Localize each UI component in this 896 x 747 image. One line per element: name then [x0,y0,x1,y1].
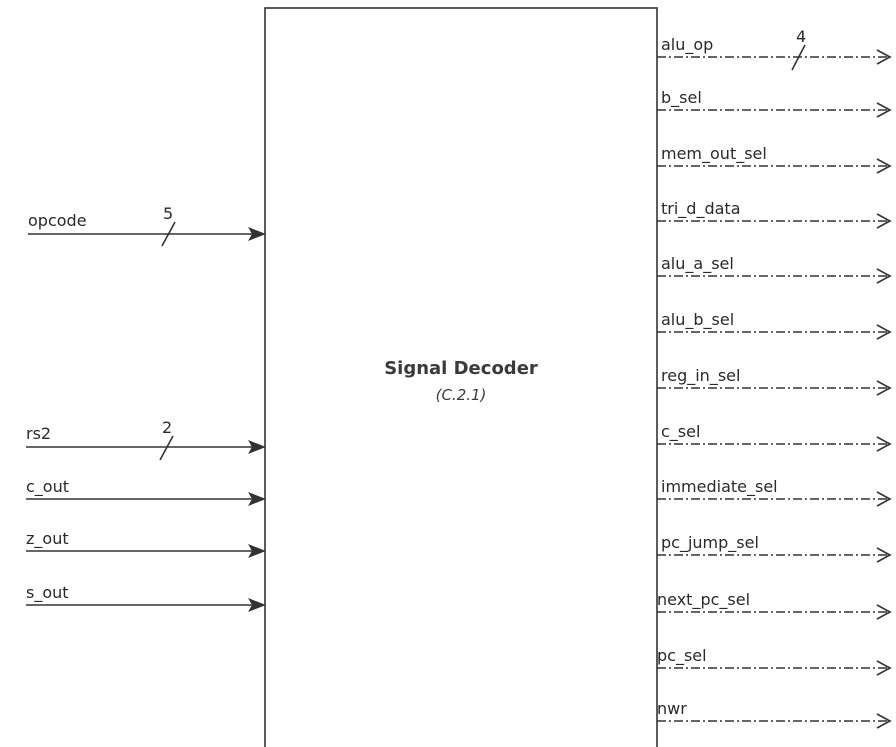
label-reg-in-sel: reg_in_sel [661,366,740,386]
output-pc-sel: pc_sel [657,646,890,675]
label-s-out: s_out [26,583,69,603]
output-alu-a-sel: alu_a_sel [657,254,890,283]
output-reg-in-sel: reg_in_sel [657,366,890,395]
output-alu-b-sel: alu_b_sel [657,310,890,339]
label-c-sel: c_sel [661,422,700,442]
label-mem-out-sel: mem_out_sel [661,144,767,164]
bus-slash-rs2 [160,436,173,460]
block-reference: (C.2.1) [436,386,487,404]
input-s-out: s_out [26,583,266,612]
label-c-out: c_out [26,477,69,497]
label-z-out: z_out [26,529,69,549]
label-opcode: opcode [28,211,87,230]
width-rs2: 2 [162,418,172,437]
output-c-sel: c_sel [657,422,890,451]
label-rs2: rs2 [26,424,51,443]
label-pc-jump-sel: pc_jump_sel [661,533,759,553]
output-immediate-sel: immediate_sel [657,477,890,506]
output-b-sel: b_sel [657,88,890,117]
width-opcode: 5 [163,204,173,223]
label-alu-op: alu_op [661,35,713,55]
label-nwr: nwr [657,699,687,718]
label-alu-a-sel: alu_a_sel [661,254,734,274]
input-signals: opcode 5 rs2 2 c_out z_out s_out [26,204,266,612]
output-mem-out-sel: mem_out_sel [657,144,890,173]
output-signals: alu_op 4 b_sel mem_out_sel tri_d_data al… [657,27,890,728]
label-pc-sel: pc_sel [657,646,707,666]
output-alu-op: alu_op 4 [657,27,890,70]
input-z-out: z_out [26,529,266,558]
output-nwr: nwr [657,699,890,728]
label-tri-d-data: tri_d_data [661,199,741,219]
label-immediate-sel: immediate_sel [661,477,778,497]
input-rs2: rs2 2 [26,418,266,460]
output-tri-d-data: tri_d_data [657,199,890,228]
label-next-pc-sel: next_pc_sel [657,590,750,610]
input-opcode: opcode 5 [28,204,266,246]
label-alu-b-sel: alu_b_sel [661,310,734,330]
width-alu-op: 4 [796,27,806,46]
output-next-pc-sel: next_pc_sel [657,590,890,619]
input-c-out: c_out [26,477,266,506]
output-pc-jump-sel: pc_jump_sel [657,533,890,562]
block-title: Signal Decoder [384,358,538,379]
label-b-sel: b_sel [661,88,702,108]
